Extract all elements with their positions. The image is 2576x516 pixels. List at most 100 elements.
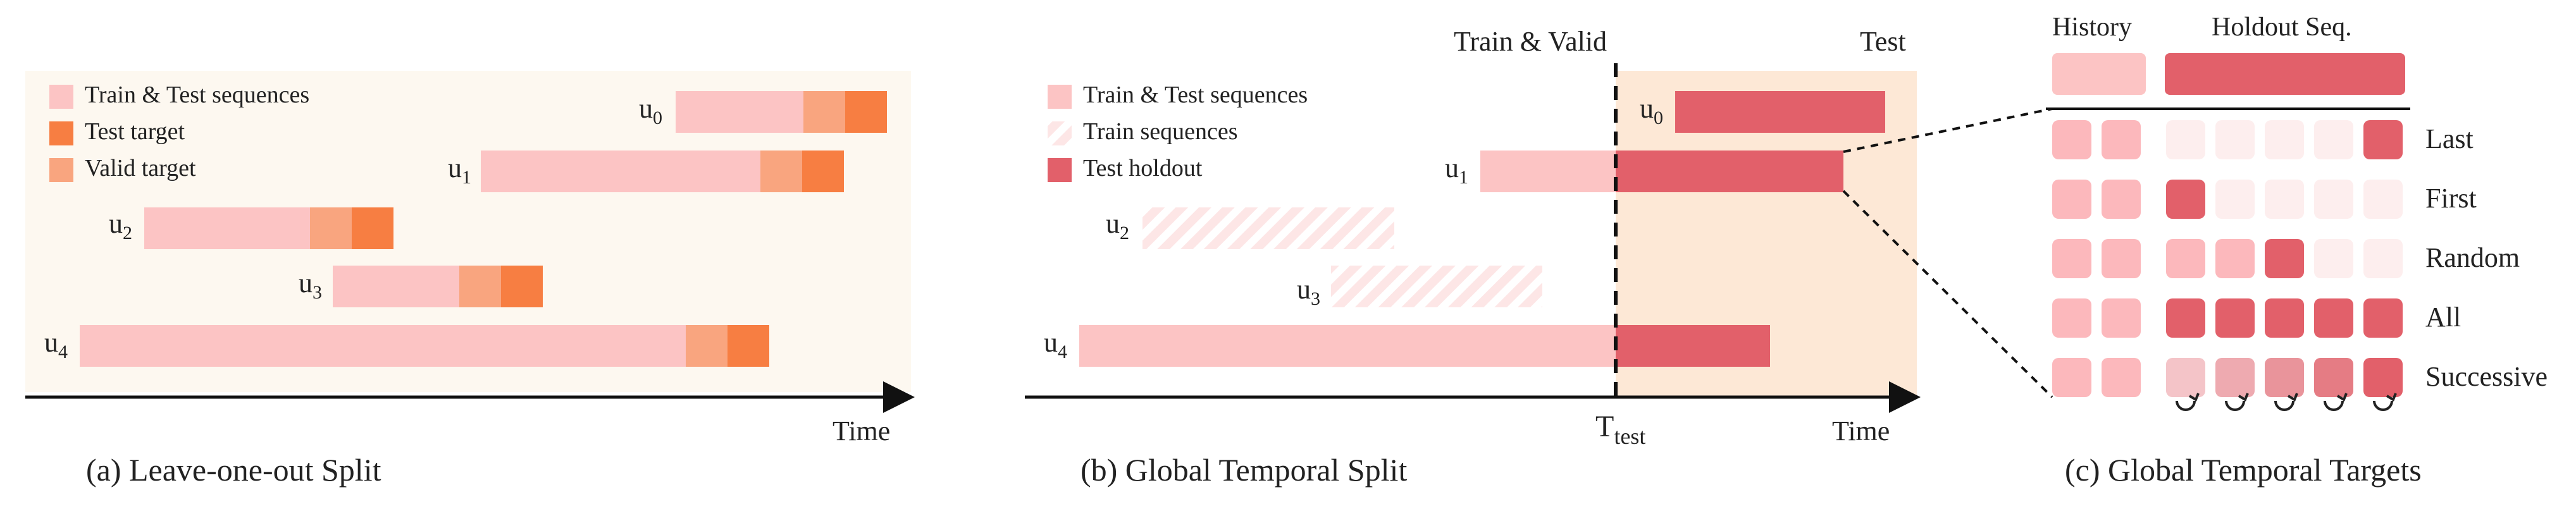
holdout-cell: [2166, 239, 2205, 278]
legend-swatch-test-target: [49, 121, 73, 145]
sequence-bar-b-u4: [1079, 325, 1616, 367]
legend-swatch-test-holdout: [1048, 158, 1072, 182]
test-target-u1: [802, 150, 844, 192]
legend-swatch-train-test: [49, 85, 73, 109]
history-cell: [2102, 180, 2141, 219]
history-cell: [2102, 120, 2141, 159]
train-sequence-u3: [1331, 266, 1542, 307]
successive-arrowhead-icon: [2386, 393, 2397, 402]
legend-swatch-train-test-b: [1048, 85, 1072, 109]
target-row-label: First: [2425, 183, 2477, 214]
panel-b: Train & Valid Test Train & Test sequence…: [1025, 26, 1921, 488]
holdout-cell: [2314, 120, 2353, 159]
panel-a-sequences: u0 u1 u2 u3 u4: [44, 91, 887, 367]
holdout-cell: [2363, 298, 2403, 338]
sequence-bar-u2: [144, 207, 310, 249]
holdout-cell: [2314, 358, 2353, 397]
sequence-bar-b-u1: [1480, 150, 1616, 192]
successive-arrowhead-icon: [2188, 393, 2200, 402]
history-cell: [2102, 358, 2141, 397]
holdout-bar-u0: [1675, 91, 1885, 133]
region-label-test: Test: [1860, 26, 1906, 57]
legend-label-train-test-b: Train & Test sequences: [1083, 82, 1308, 108]
user-label-u0: u0: [639, 93, 662, 128]
time-label-b: Time: [1832, 415, 1890, 446]
t-test-label: Ttest: [1595, 410, 1645, 449]
legend-label-test-target: Test target: [85, 118, 185, 145]
sequence-bar-u1: [481, 150, 760, 192]
successive-arrow-icon: [2373, 400, 2393, 411]
holdout-cell: [2363, 120, 2403, 159]
header-holdout-block: [2165, 53, 2405, 95]
sequence-bar-u3: [333, 266, 459, 307]
zoom-connector-bottom: [1842, 190, 2053, 398]
header-history-block: [2052, 53, 2146, 95]
user-label-b-u2: u2: [1106, 208, 1129, 243]
user-label-b-u3: u3: [1297, 274, 1320, 309]
successive-arrow-icon: [2324, 400, 2344, 411]
caption-b: (b) Global Temporal Split: [1081, 452, 1407, 488]
user-label-b-u0: u0: [1640, 93, 1663, 128]
holdout-cell: [2166, 298, 2205, 338]
user-label-u2: u2: [109, 208, 132, 243]
user-label-u3: u3: [299, 267, 322, 303]
holdout-cell: [2215, 298, 2255, 338]
holdout-bar-u1: [1616, 150, 1843, 192]
successive-arrow-icon: [2274, 400, 2294, 411]
holdout-cell: [2314, 180, 2353, 219]
test-target-u0: [845, 91, 887, 133]
holdout-cell: [2166, 120, 2205, 159]
target-row-label: Last: [2425, 123, 2474, 154]
test-target-u2: [352, 207, 393, 249]
holdout-cell: [2215, 239, 2255, 278]
holdout-cell: [2363, 239, 2403, 278]
holdout-cell: [2363, 180, 2403, 219]
holdout-cell: [2265, 180, 2304, 219]
test-target-u3: [501, 266, 543, 307]
valid-target-u0: [803, 91, 845, 133]
time-label-a: Time: [833, 415, 890, 446]
valid-target-u1: [760, 150, 802, 192]
header-holdout: Holdout Seq.: [2212, 13, 2352, 42]
valid-target-u4: [686, 325, 728, 367]
sequence-bar-u0: [676, 91, 803, 133]
test-target-u4: [728, 325, 769, 367]
successive-arrow-icon: [2225, 400, 2245, 411]
legend-swatch-train-sequences: [1048, 121, 1072, 145]
train-sequence-u2: [1142, 207, 1394, 249]
user-label-u1: u1: [448, 152, 471, 188]
legend-label-test-holdout: Test holdout: [1083, 155, 1203, 181]
legend-swatch-valid-target: [49, 158, 73, 182]
holdout-cell: [2265, 298, 2304, 338]
holdout-cell: [2215, 180, 2255, 219]
history-cell: [2052, 120, 2091, 159]
holdout-cell: [2265, 120, 2304, 159]
target-row-label: Successive: [2425, 361, 2548, 392]
holdout-cell: [2166, 180, 2205, 219]
holdout-cell: [2314, 239, 2353, 278]
holdout-cell: [2215, 358, 2255, 397]
sequence-bar-u4: [80, 325, 686, 367]
legend-label-train-test: Train & Test sequences: [85, 82, 309, 108]
successive-arrowhead-icon: [2287, 393, 2298, 402]
history-cell: [2052, 358, 2091, 397]
panel-b-sequences: u0 u1 u2 u3 u4: [1044, 91, 1885, 367]
panel-a: Train & Test sequences Test target Valid…: [25, 71, 915, 488]
history-cell: [2102, 298, 2141, 338]
valid-target-u2: [310, 207, 352, 249]
holdout-cell: [2265, 358, 2304, 397]
user-label-b-u4: u4: [1044, 327, 1067, 362]
holdout-cell: [2314, 298, 2353, 338]
panel-b-legend: Train & Test sequences Train sequences T…: [1048, 82, 1308, 182]
legend-label-valid-target: Valid target: [85, 155, 196, 181]
user-label-b-u1: u1: [1445, 152, 1468, 188]
legend-label-train-sequences: Train sequences: [1083, 118, 1238, 145]
history-cell: [2052, 180, 2091, 219]
holdout-cell: [2265, 239, 2304, 278]
history-cell: [2052, 298, 2091, 338]
region-label-train-valid: Train & Valid: [1454, 26, 1607, 57]
holdout-cell: [2166, 358, 2205, 397]
header-history: History: [2052, 13, 2132, 42]
